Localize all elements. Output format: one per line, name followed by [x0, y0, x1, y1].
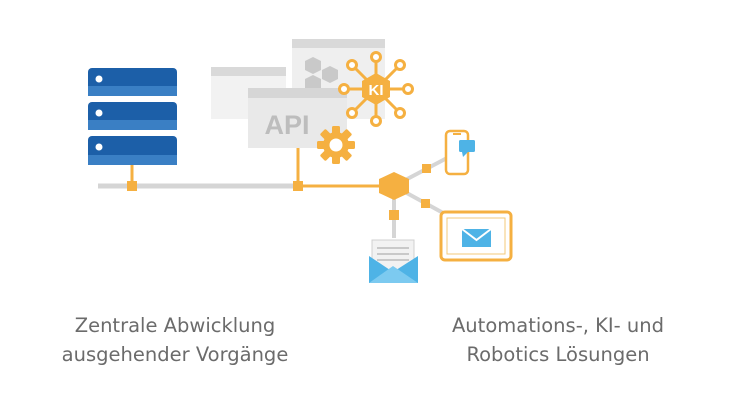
envelope-icon	[369, 239, 418, 283]
chat-bubble-icon	[459, 140, 475, 157]
ki-hub-icon: KI	[338, 51, 414, 127]
hub-node-icon	[379, 172, 409, 200]
caption-right-line2: Robotics Lösungen	[466, 343, 650, 366]
ki-label: KI	[369, 82, 384, 99]
caption-left-line2: ausgehender Vorgänge	[61, 343, 289, 366]
caption-left: Zentrale Abwicklung ausgehender Vorgänge	[25, 311, 325, 371]
caption-right-line1: Automations-, KI- und	[451, 314, 665, 337]
caption-right: Automations-, KI- und Robotics Lösungen	[408, 311, 708, 371]
server-icon	[88, 68, 177, 191]
caption-left-line1: Zentrale Abwicklung	[74, 314, 276, 337]
api-label: API	[264, 110, 309, 140]
gear-icon	[317, 126, 355, 164]
api-window-icon: API	[248, 88, 347, 148]
mail-icon	[461, 228, 492, 247]
